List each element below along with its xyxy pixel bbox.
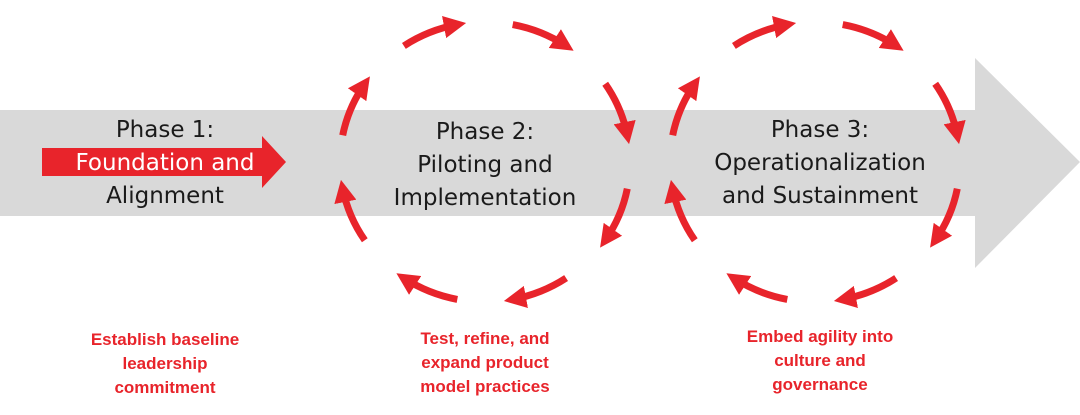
cycle-arrow-segment [339, 76, 370, 137]
cycle-arrow-segment [334, 179, 368, 243]
phase-3-description: Embed agility into culture and governanc… [690, 325, 950, 397]
progress-band-arrow [0, 58, 1080, 268]
phase-2-description-line: expand product [421, 353, 549, 372]
phase-1-description-line: commitment [114, 378, 216, 397]
phase-1-description: Establish baseline leadership commitment [40, 328, 290, 400]
phase-2-cycle-icon [334, 16, 636, 308]
phase-1-description-line: leadership [122, 354, 208, 373]
phase-3-description-line: governance [772, 375, 868, 394]
cycle-arrow-segment [930, 187, 961, 248]
cycle-arrow-segment [401, 16, 467, 49]
cycle-arrow-segment [664, 179, 698, 243]
phase-2-line-2: Implementation [393, 185, 577, 211]
phase-2-title: Phase 2: [435, 119, 535, 145]
phase-1-highlight-arrow [42, 136, 286, 188]
phase-3-cycle-icon [664, 16, 966, 308]
phase-1-line-1: Foundation and [75, 150, 255, 176]
cycle-arrow-segment [512, 21, 574, 51]
cycle-arrow-segment [842, 21, 904, 51]
phase-3-line-1: Operationalization [714, 150, 926, 176]
cycle-arrow-segment [731, 16, 797, 49]
cycle-arrow-segment [669, 76, 700, 137]
cycle-arrow-segment [396, 273, 458, 303]
phase-3-description-line: Embed agility into [746, 327, 894, 346]
phase-1-label: Phase 1: Foundation and Alignment [40, 114, 290, 213]
phase-3-description-line: culture and [774, 351, 866, 370]
phase-2-description-line: model practices [420, 377, 550, 396]
phase-2-description-line: Test, refine, and [420, 329, 550, 348]
cycle-arrow-segment [600, 187, 631, 248]
cycle-arrow-segment [726, 273, 788, 303]
phase-2-label: Phase 2: Piloting and Implementation [360, 116, 610, 215]
phase-1-title: Phase 1: [115, 117, 215, 143]
cycle-arrow-segment [833, 275, 899, 308]
phase-2-line-1: Piloting and [417, 152, 553, 178]
phase-1-description-line: Establish baseline [90, 330, 240, 349]
phase-3-title: Phase 3: [770, 117, 870, 143]
phase-1-line-2: Alignment [106, 183, 224, 209]
phase-2-description: Test, refine, and expand product model p… [360, 327, 610, 399]
cycle-arrow-segment [503, 275, 569, 308]
phase-3-line-2: and Sustainment [722, 183, 918, 209]
cycle-arrow-segment [932, 81, 966, 145]
cycle-arrow-segment [602, 81, 636, 145]
phase-3-label: Phase 3: Operationalization and Sustainm… [680, 114, 960, 213]
